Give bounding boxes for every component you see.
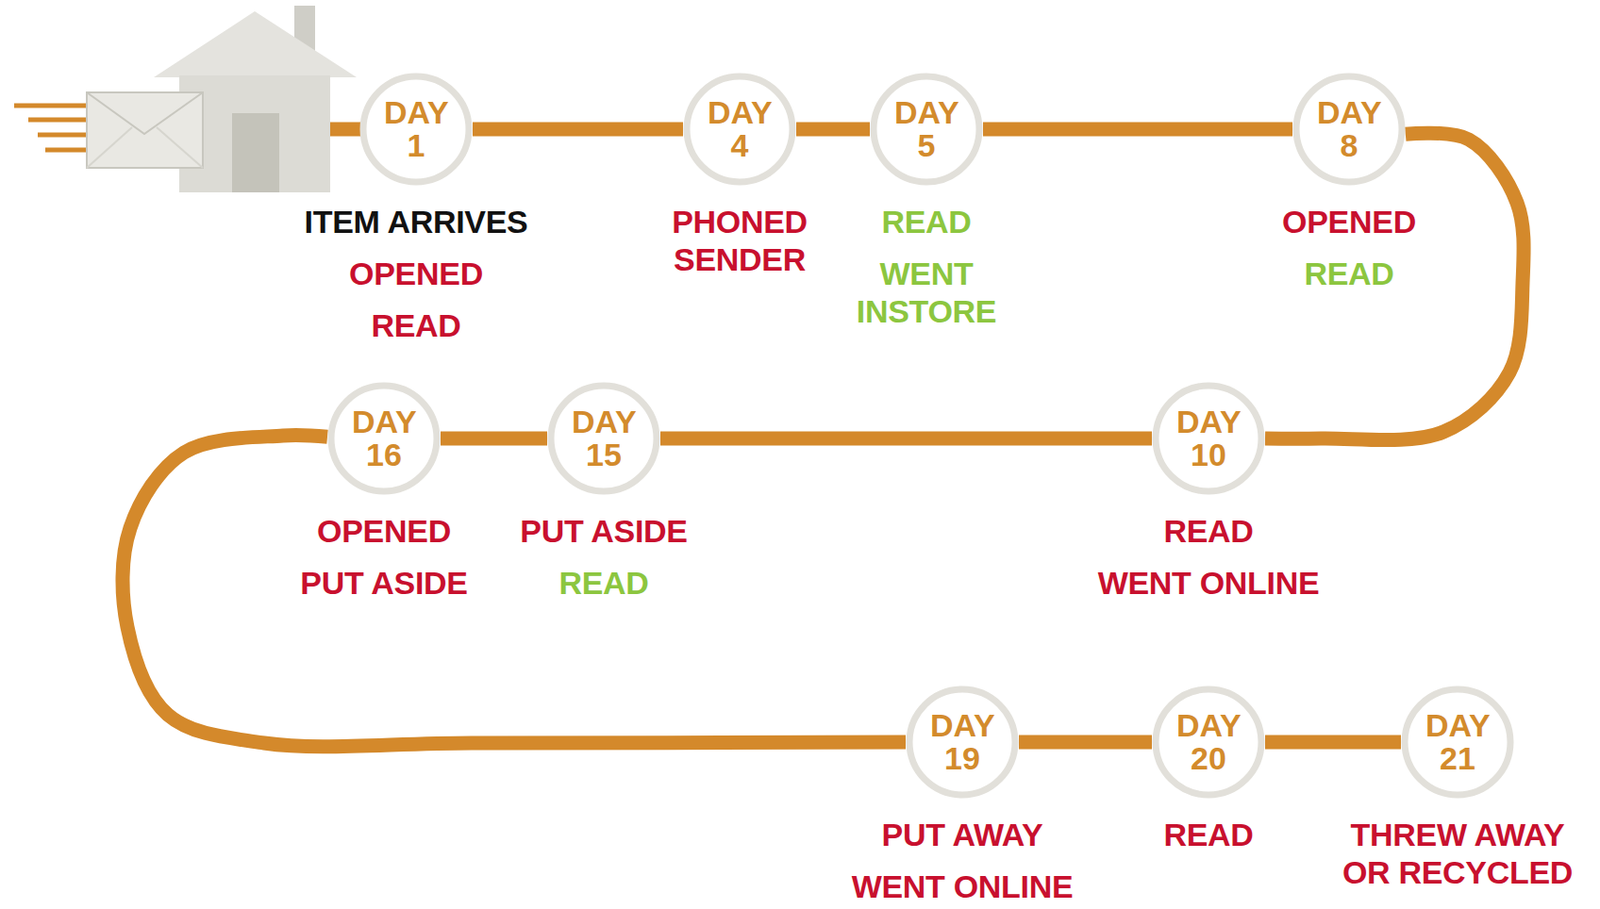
day-number: DAY 20 [1176,709,1241,776]
house-roof [153,11,357,78]
day-holder: DAY 8 [1292,72,1406,186]
day-holder: DAY 5 [869,72,984,186]
action-label: READ [1226,254,1472,293]
speed-line [14,103,90,109]
day-number: DAY 1 [383,96,449,163]
circle-ring [1155,689,1262,796]
action-label: THREW AWAY OR RECYCLED [1334,816,1581,892]
day-number: DAY 8 [1316,96,1382,163]
action-label: READ [1066,512,1350,550]
circle-ring [363,76,469,183]
action-label: READ [1114,816,1303,854]
circle-ring [550,385,657,492]
timeline-track [122,435,906,748]
day-number: DAY 4 [707,96,772,163]
action-list: PHONED SENDER [659,202,820,293]
day-circle: DAY 1ITEM ARRIVESOPENEDREAD [359,72,473,186]
action-label: PUT AWAY [820,816,1104,854]
day-holder: DAY 4 [683,72,797,186]
envelope-fold [156,127,203,168]
circle-ring [909,689,1016,796]
circle-ring [1296,76,1402,183]
action-list: ITEM ARRIVES OPENED READ [265,202,567,359]
timeline-track [660,432,1152,447]
mail-illustration [14,5,373,193]
action-label: READ [500,564,708,602]
timeline-track [472,122,684,137]
timeline-track [440,432,548,447]
circle-ring [686,76,793,183]
speed-line [28,117,90,123]
day-circle: DAY 20READ [1151,685,1266,800]
envelope-flap [86,92,203,134]
day-holder: DAY 21 [1400,685,1515,800]
action-list: OPENED READ [1226,202,1472,307]
day-circle: DAY 15PUT ASIDEREAD [547,382,661,496]
day-number: DAY 10 [1176,405,1241,472]
action-label: OPENED [280,512,488,550]
action-list: THREW AWAY OR RECYCLED [1334,816,1581,906]
day-number: DAY 21 [1425,709,1490,776]
timeline-track [1265,735,1401,750]
connector-group [122,129,1524,748]
circle-ring [1155,385,1262,492]
action-label: WENT ONLINE [820,867,1104,906]
day-circle: DAY 8OPENEDREAD [1292,72,1406,186]
day-number: DAY 19 [930,709,995,776]
day-circle: DAY 10READWENT ONLINE [1151,382,1266,496]
action-list: READ WENT ONLINE [1066,512,1350,617]
action-label: READ [841,202,1012,241]
circle-ring [1404,689,1511,796]
action-label: PUT ASIDE [500,512,708,550]
action-label: OPENED [1226,202,1472,241]
house-door [232,113,280,193]
day-number: DAY 15 [571,405,636,472]
day-circle: DAY 4PHONED SENDER [683,72,797,186]
event-heading: ITEM ARRIVES [265,202,567,241]
day-number: DAY 5 [894,96,959,163]
action-label: READ [265,306,567,345]
timeline-track [1265,133,1524,440]
circle-ring [873,76,980,183]
envelope [86,92,203,168]
day-holder: DAY 15 [547,382,661,496]
action-label: PHONED SENDER [659,202,820,279]
day-holder: DAY 20 [1151,685,1266,800]
day-circle: DAY 19PUT AWAYWENT ONLINE [905,685,1019,800]
action-label: WENT ONLINE [1066,564,1350,602]
day-circle: DAY 21THREW AWAY OR RECYCLED [1400,685,1515,800]
day-holder: DAY 19 [905,685,1019,800]
timeline-track [1018,735,1152,750]
timeline-track [796,122,870,137]
timeline-track [983,122,1293,137]
action-label: PUT ASIDE [280,564,488,602]
day-circle: DAY 16OPENEDPUT ASIDE [327,382,441,496]
action-list: OPENED PUT ASIDE [280,512,488,617]
speed-line [45,148,90,153]
action-label: WENT INSTORE [841,254,1012,331]
action-list: PUT ASIDE READ [500,512,708,617]
day-holder: DAY 16 [327,382,441,496]
day-circle: DAY 5READWENT INSTORE [869,72,984,186]
day-holder: DAY 10 [1151,382,1266,496]
envelope-fold [86,127,133,168]
speed-line [37,133,90,138]
circle-ring [331,385,437,492]
day-number: DAY 16 [351,405,417,472]
action-list: READ [1114,816,1303,868]
action-list: READ WENT INSTORE [841,202,1012,345]
day-holder: DAY 1 [359,72,473,186]
action-label: OPENED [265,254,567,293]
action-list: PUT AWAY WENT ONLINE [820,816,1104,909]
